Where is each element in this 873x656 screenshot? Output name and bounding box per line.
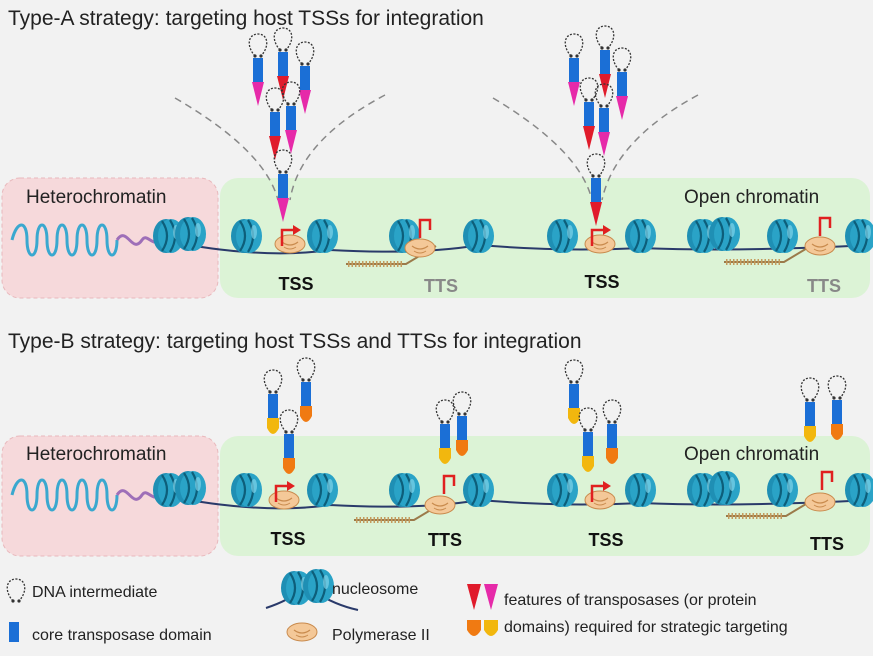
guide-curve: [289, 94, 386, 201]
legend: DNA intermediate core transposase domain…: [6, 569, 788, 644]
legend-dna-intermediate-label: DNA intermediate: [32, 584, 157, 601]
site-label-a4: TTS: [807, 276, 841, 296]
legend-polymerase-label: Polymerase II: [332, 627, 430, 644]
open-chromatin-region-b: [220, 436, 870, 556]
site-label-a3: TSS: [584, 272, 619, 292]
polymerase-icon: [286, 622, 318, 642]
legend-core-domain-label: core transposase domain: [32, 627, 212, 644]
guide-curve: [174, 97, 279, 201]
legend-nucleosome-label: nucleosome: [332, 581, 418, 598]
core-domain-icon: [9, 622, 19, 642]
guide-curve: [601, 94, 699, 201]
magenta-feature-icon: [484, 584, 498, 610]
site-label-b4: TTS: [810, 534, 844, 554]
legend-features: features of transposases (or protein dom…: [467, 584, 788, 636]
legend-nucleosome: nucleosome: [265, 569, 418, 611]
panel-b-title: Type-B strategy: targeting host TSSs and…: [8, 330, 582, 353]
open-chromatin-label-b: Open chromatin: [684, 444, 819, 465]
heterochromatin-region-b: [1, 435, 219, 557]
heterochromatin-label-b: Heterochromatin: [26, 444, 166, 465]
guide-curve: [492, 97, 593, 201]
yellow-feature-icon: [484, 620, 498, 636]
legend-features-line2: domains) required for strategic targetin…: [504, 619, 788, 636]
legend-dna-intermediate: DNA intermediate: [6, 578, 157, 604]
heterochromatin-label-a: Heterochromatin: [26, 187, 166, 208]
open-chromatin-region-a: [220, 178, 870, 298]
nucleosome-icon: [281, 569, 334, 605]
site-label-b3: TSS: [588, 530, 623, 550]
legend-polymerase: Polymerase II: [286, 622, 430, 644]
site-label-a1: TSS: [278, 274, 313, 294]
legend-core-domain: core transposase domain: [9, 622, 212, 644]
site-label-b1: TSS: [270, 529, 305, 549]
orange-feature-icon: [467, 620, 481, 636]
dna-intermediate-icon: [6, 578, 26, 604]
heterochromatin-region-a: [1, 177, 219, 299]
legend-features-line1: features of transposases (or protein: [504, 592, 757, 609]
transposase-cluster-b4: [801, 376, 845, 442]
site-label-b2: TTS: [428, 530, 462, 550]
panel-a-title: Type-A strategy: targeting host TSSs for…: [8, 7, 484, 30]
open-chromatin-label-a: Open chromatin: [684, 187, 819, 208]
red-feature-icon: [467, 584, 481, 610]
site-label-a2: TTS: [424, 276, 458, 296]
